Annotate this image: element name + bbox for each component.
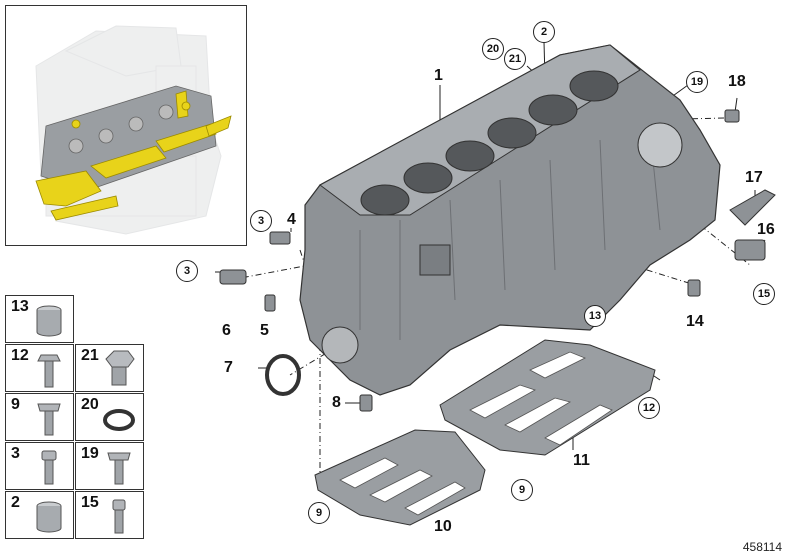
legend-cell-3: 3 bbox=[5, 442, 74, 490]
callout-3-upper: 3 bbox=[250, 210, 272, 232]
callout-11: 11 bbox=[573, 452, 590, 469]
sleeve-icon bbox=[36, 305, 62, 337]
legend-number: 2 bbox=[11, 494, 20, 511]
callout-9-lower: 9 bbox=[308, 502, 330, 524]
callout-19: 19 bbox=[686, 71, 708, 93]
legend-number: 13 bbox=[11, 298, 29, 315]
plug-icon bbox=[105, 350, 135, 386]
callout-3-lower: 3 bbox=[176, 260, 198, 282]
callout-14: 14 bbox=[686, 313, 704, 330]
callout-8: 8 bbox=[332, 394, 341, 411]
legend-cell-20: 20 bbox=[75, 393, 144, 441]
callout-17: 17 bbox=[745, 169, 763, 186]
lower-baffle-10 bbox=[314, 429, 486, 526]
bolt-icon bbox=[37, 354, 61, 388]
legend-cell-12: 12 bbox=[5, 344, 74, 392]
legend-number: 21 bbox=[81, 347, 99, 364]
engine-overview-inset bbox=[5, 5, 247, 246]
callout-4: 4 bbox=[287, 211, 296, 228]
bolt-icon bbox=[107, 452, 131, 485]
legend-number: 9 bbox=[11, 396, 20, 413]
callout-10: 10 bbox=[434, 518, 452, 535]
callout-20: 20 bbox=[482, 38, 504, 60]
lower-baffle-11 bbox=[439, 339, 656, 456]
callout-7: 7 bbox=[224, 359, 233, 376]
legend-cell-19: 19 bbox=[75, 442, 144, 490]
diagram-id: 458114 bbox=[742, 540, 782, 554]
sleeve-icon bbox=[36, 501, 62, 533]
legend-cell-21: 21 bbox=[75, 344, 144, 392]
callout-13: 13 bbox=[584, 305, 606, 327]
screw-icon bbox=[41, 450, 57, 485]
seal-ring-7 bbox=[265, 354, 301, 396]
parts-legend: 13 12 21 9 20 3 bbox=[5, 295, 145, 541]
callout-6: 6 bbox=[222, 322, 231, 339]
legend-number: 3 bbox=[11, 445, 20, 462]
legend-cell-15: 15 bbox=[75, 491, 144, 539]
callout-16: 16 bbox=[757, 221, 775, 238]
callout-5: 5 bbox=[260, 322, 269, 339]
legend-cell-13: 13 bbox=[5, 295, 74, 343]
engine-overview-image bbox=[35, 25, 232, 235]
bolt-icon bbox=[112, 499, 126, 534]
callout-1: 1 bbox=[434, 67, 443, 84]
legend-number: 15 bbox=[81, 494, 99, 511]
ring-icon bbox=[103, 409, 135, 431]
callout-15: 15 bbox=[753, 283, 775, 305]
legend-cell-2: 2 bbox=[5, 491, 74, 539]
engine-block bbox=[299, 44, 721, 396]
legend-number: 19 bbox=[81, 445, 99, 462]
legend-number: 12 bbox=[11, 347, 29, 364]
callout-12: 12 bbox=[638, 397, 660, 419]
callout-2: 2 bbox=[533, 21, 555, 43]
callout-21: 21 bbox=[504, 48, 526, 70]
callout-18: 18 bbox=[728, 73, 746, 90]
callout-9-upper: 9 bbox=[511, 479, 533, 501]
legend-number: 20 bbox=[81, 396, 99, 413]
legend-cell-9: 9 bbox=[5, 393, 74, 441]
bolt-icon bbox=[37, 403, 61, 436]
